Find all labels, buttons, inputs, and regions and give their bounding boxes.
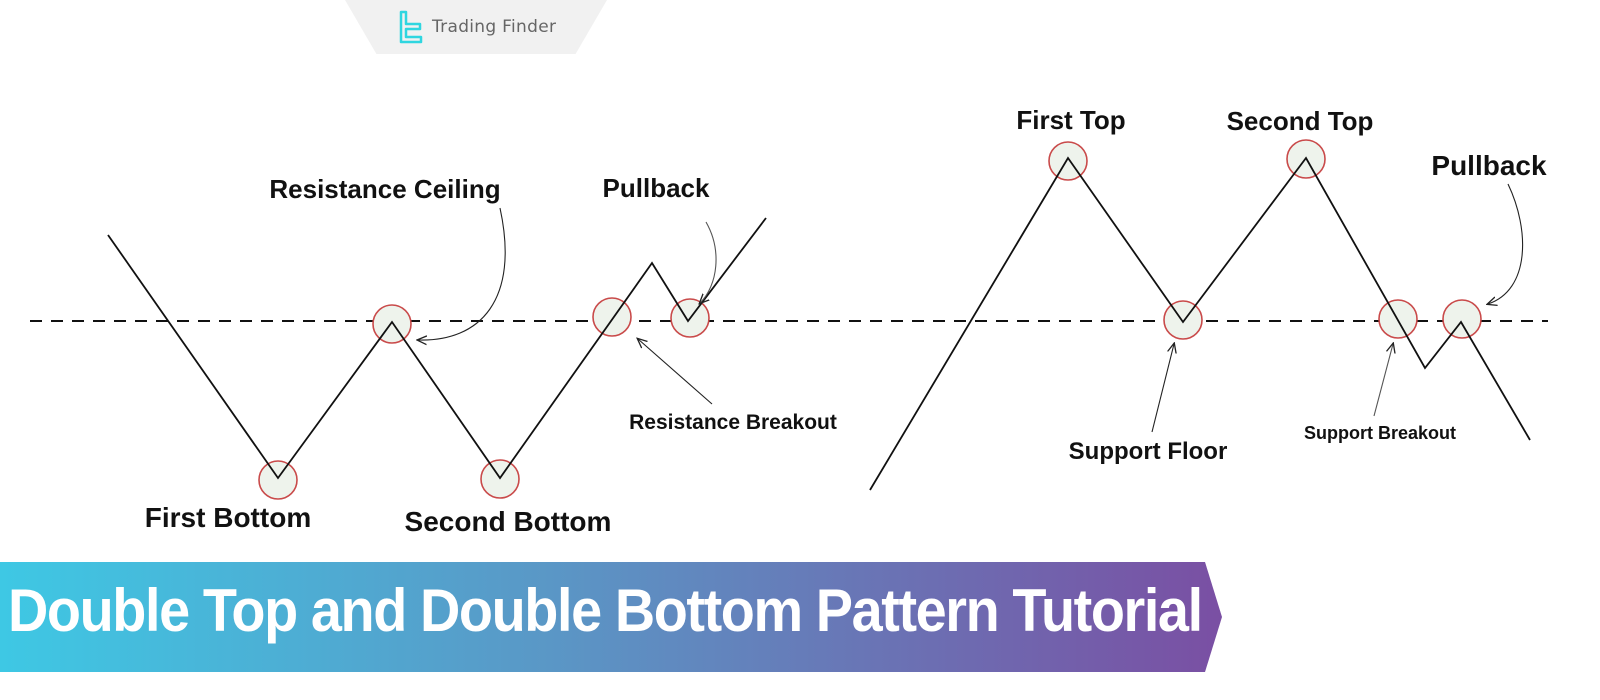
first-bottom-marker (258, 460, 298, 500)
resistance-breakout-marker (592, 297, 632, 337)
support-breakout-label: Support Breakout (1304, 423, 1456, 443)
resistance-ceiling-label: Resistance Ceiling (269, 174, 500, 204)
brand-name: Trading Finder (432, 17, 557, 37)
double-bottom-pattern: Resistance Ceiling Pullback First Bottom… (107, 173, 837, 537)
support-floor-arrow (1151, 344, 1174, 433)
brand-logo: Trading Finder (398, 10, 556, 44)
support-floor-marker (1163, 300, 1203, 340)
first-bottom-label: First Bottom (145, 502, 311, 533)
pullback-label: Pullback (1431, 150, 1547, 181)
resistance-ceiling-arrow (418, 207, 506, 340)
support-floor-label: Support Floor (1069, 438, 1228, 465)
markers (258, 297, 710, 500)
second-top-label: Second Top (1227, 106, 1374, 136)
double-top-pattern: First Top Second Top Pullback Support Fl… (869, 105, 1547, 491)
logo-tab (345, 0, 607, 54)
title-banner: Double Top and Double Bottom Pattern Tut… (0, 562, 1222, 672)
support-breakout-arrow (1373, 344, 1393, 417)
price-line (107, 217, 767, 480)
pullback-arrow (700, 221, 717, 303)
pullback-arrow (1488, 183, 1524, 304)
trading-finder-logo-icon (399, 10, 423, 44)
pullback-label: Pullback (603, 173, 710, 203)
first-top-label: First Top (1016, 105, 1125, 135)
banner-title: Double Top and Double Bottom Pattern Tut… (8, 577, 1203, 644)
resistance-ceiling-marker (372, 304, 412, 344)
resistance-breakout-label: Resistance Breakout (629, 411, 837, 434)
second-bottom-label: Second Bottom (405, 506, 612, 537)
pullback-marker (1442, 299, 1482, 339)
first-top-marker (1048, 141, 1088, 181)
price-line (869, 156, 1531, 491)
resistance-breakout-arrow (638, 339, 713, 405)
